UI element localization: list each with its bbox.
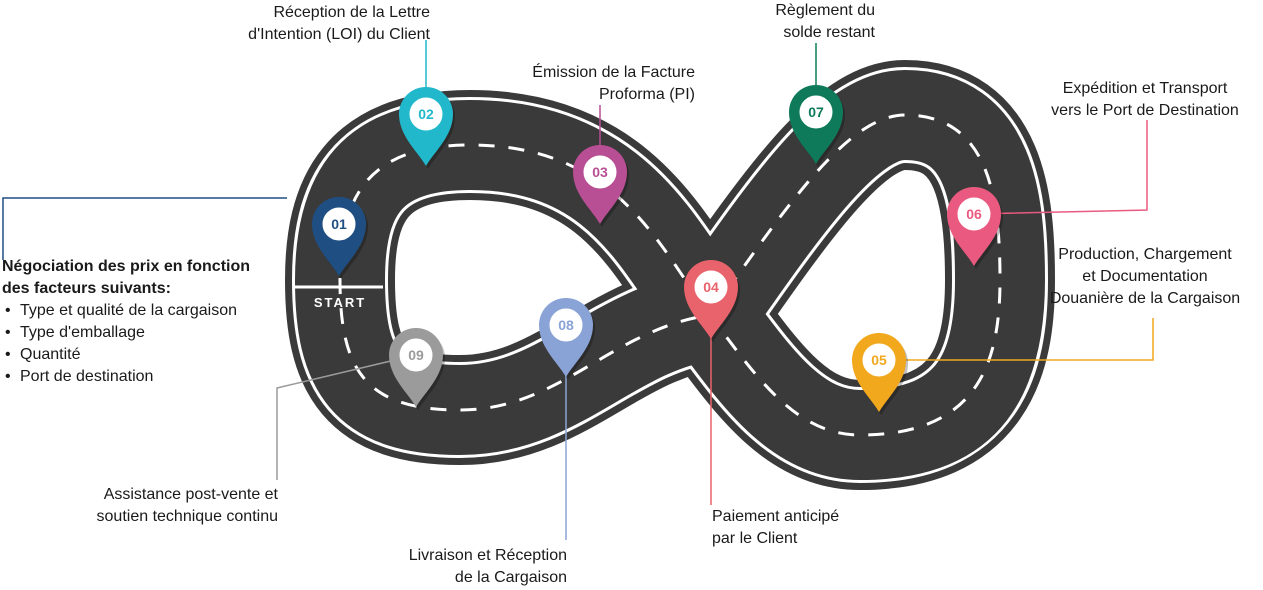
connector-line-09	[276, 354, 417, 480]
connector-line-01	[2, 197, 287, 260]
connector-line-06	[973, 120, 1148, 215]
label-step-04: Paiement anticipé par le Client	[712, 506, 882, 550]
pin-marker-04: 04	[684, 260, 740, 342]
label-step-02: Réception de la Lettre d'Intention (LOI)…	[230, 2, 430, 46]
pin-inner-circle	[321, 206, 357, 242]
list-item: Quantité	[2, 344, 287, 366]
list-item: Type et qualité de la cargaison	[2, 300, 287, 322]
step-number: 02	[418, 106, 434, 122]
label-step-06: Expédition et Transport vers le Port de …	[1030, 78, 1260, 122]
negotiation-block: Négociation des prix en fonction des fac…	[2, 256, 287, 388]
pin-inner-circle	[693, 269, 729, 305]
pin-inner-circle	[398, 337, 434, 373]
step-number: 03	[592, 164, 608, 180]
label-line: Production, Chargement	[1058, 246, 1232, 263]
pin-inner-circle	[408, 96, 444, 132]
label-line: soutien technique continu	[96, 508, 278, 525]
step-number: 09	[408, 347, 424, 363]
pin-marker-08: 08	[539, 298, 595, 380]
label-line: de la Cargaison	[454, 569, 567, 586]
label-line: Émission de la Facture	[532, 64, 695, 81]
step-number: 06	[966, 206, 982, 222]
pin-marker-07: 07	[789, 85, 845, 167]
pin-inner-circle	[582, 154, 618, 190]
step-number: 01	[331, 216, 347, 232]
negotiation-title-line: Négociation des prix en fonction	[2, 258, 251, 275]
label-line: Proforma (PI)	[598, 86, 695, 103]
label-step-07: Règlement du solde restant	[725, 0, 875, 44]
label-line: Expédition et Transport	[1062, 80, 1228, 97]
label-line: solde restant	[783, 24, 875, 41]
label-line: Livraison et Réception	[408, 547, 567, 564]
pin-marker-05: 05	[852, 333, 908, 415]
pin-marker-01: 01	[312, 197, 368, 279]
label-line: d'Intention (LOI) du Client	[248, 26, 430, 43]
start-line: START	[293, 285, 383, 310]
negotiation-title-line: des facteurs suivants:	[2, 280, 171, 297]
label-line: vers le Port de Destination	[1051, 102, 1239, 119]
pin-marker-03: 03	[573, 145, 629, 227]
list-item: Port de destination	[2, 366, 287, 388]
pin-inner-circle	[861, 342, 897, 378]
label-line: par le Client	[712, 530, 798, 547]
step-number: 07	[808, 104, 824, 120]
pin-inner-circle	[956, 196, 992, 232]
label-step-08: Livraison et Réception de la Cargaison	[365, 545, 567, 589]
label-step-03: Émission de la Facture Proforma (PI)	[490, 62, 695, 106]
label-step-09: Assistance post-vente et soutien techniq…	[50, 484, 278, 528]
label-line: Paiement anticipé	[712, 508, 840, 525]
pin-marker-09: 09	[389, 328, 445, 410]
step-number: 05	[871, 352, 887, 368]
list-item: Type d'emballage	[2, 322, 287, 344]
pin-inner-circle	[798, 94, 834, 130]
start-label: START	[314, 295, 366, 310]
label-step-05: Production, Chargement et Documentation …	[1030, 244, 1260, 310]
pin-marker-02: 02	[399, 87, 455, 169]
label-line: Assistance post-vente et	[103, 486, 278, 503]
label-line: Règlement du	[775, 2, 875, 19]
connector-line-05	[879, 318, 1154, 361]
pin-marker-06: 06	[947, 187, 1003, 269]
label-line: et Documentation	[1082, 268, 1208, 285]
step-markers: 01 02 03 04 05 06 07 08 09	[312, 85, 1003, 415]
step-number: 04	[703, 279, 719, 295]
step-number: 08	[558, 317, 574, 333]
negotiation-factors-list: Type et qualité de la cargaison Type d'e…	[2, 300, 287, 388]
road	[340, 115, 1000, 435]
label-line: Réception de la Lettre	[273, 4, 430, 21]
pin-inner-circle	[548, 307, 584, 343]
label-line: Douanière de la Cargaison	[1049, 290, 1241, 307]
